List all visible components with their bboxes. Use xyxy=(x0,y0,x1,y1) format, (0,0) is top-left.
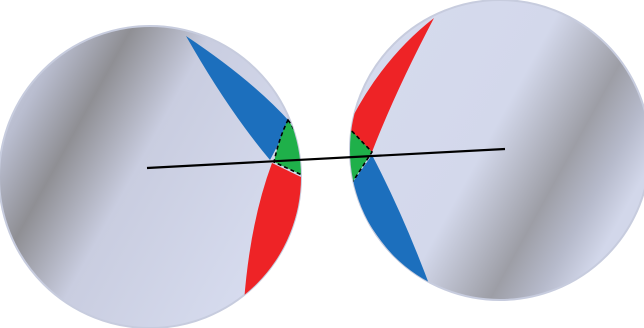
left-sphere-body xyxy=(0,25,302,328)
left-blue-region xyxy=(186,36,290,160)
left-red-region xyxy=(244,163,301,302)
right-red-region xyxy=(350,18,434,152)
connecting-line xyxy=(146,147,506,170)
left-sphere xyxy=(0,25,302,328)
right-blue-region xyxy=(350,155,432,292)
